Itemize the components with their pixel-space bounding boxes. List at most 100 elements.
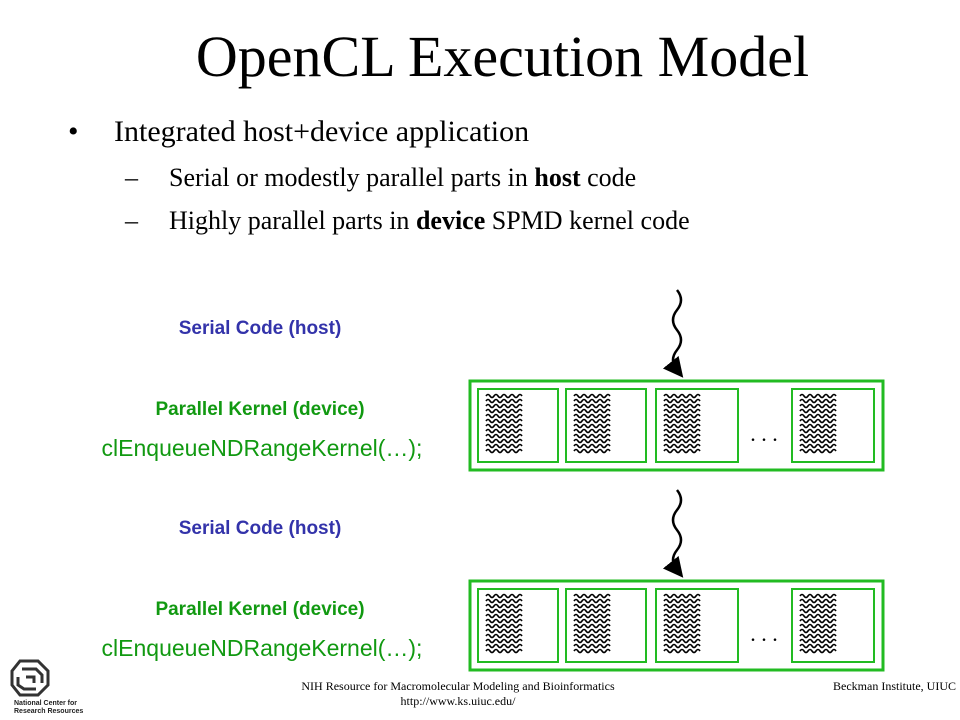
subbullet-dash: – bbox=[125, 206, 138, 235]
wavy-thread-icon bbox=[573, 448, 611, 454]
subbullet-post: SPMD kernel code bbox=[485, 206, 690, 235]
subbullet-pre: Highly parallel parts in bbox=[169, 206, 416, 235]
logo-line: National Center for bbox=[14, 700, 78, 707]
work-group-block bbox=[477, 388, 559, 463]
kernel-call-text: clEnqueueNDRangeKernel(…); bbox=[101, 635, 423, 661]
wavy-thread-icon bbox=[485, 638, 523, 644]
wavy-thread-icon bbox=[663, 448, 701, 454]
wavy-thread-icon bbox=[573, 413, 611, 419]
work-group-block bbox=[655, 388, 739, 463]
wavy-thread-icon bbox=[573, 593, 611, 599]
wavy-thread-icon bbox=[799, 598, 837, 604]
subbullet-pre: Serial or modestly parallel parts in bbox=[169, 163, 535, 192]
wavy-thread-icon bbox=[485, 413, 523, 419]
wavy-thread-icon bbox=[799, 438, 837, 444]
wavy-thread-icon bbox=[485, 403, 523, 409]
footer-institute: Beckman Institute, UIUC bbox=[833, 679, 956, 693]
wavy-thread-icon bbox=[663, 638, 701, 644]
wavy-thread-icon bbox=[485, 648, 523, 654]
wavy-thread-icon bbox=[573, 618, 611, 624]
wavy-thread-icon bbox=[663, 613, 701, 619]
wavy-thread-icon bbox=[663, 433, 701, 439]
wavy-thread-icon bbox=[573, 638, 611, 644]
grid-ellipsis: . . . bbox=[750, 621, 778, 646]
wavy-thread-icon bbox=[573, 603, 611, 609]
grid-ellipsis: . . . bbox=[750, 421, 778, 446]
wavy-thread-icon bbox=[799, 628, 837, 634]
serial-code-label: Serial Code (host) bbox=[178, 318, 342, 339]
wavy-thread-icon bbox=[663, 648, 701, 654]
wavy-thread-icon bbox=[485, 633, 523, 639]
wavy-thread-icon bbox=[663, 403, 701, 409]
subbullet-text: Highly parallel parts in device SPMD ker… bbox=[169, 203, 690, 239]
wavy-thread-icon bbox=[573, 438, 611, 444]
wavy-thread-icon bbox=[485, 643, 523, 649]
wavy-thread-icon bbox=[799, 413, 837, 419]
wavy-thread-icon bbox=[663, 428, 701, 434]
bullet-text: Integrated host+device application bbox=[114, 115, 530, 148]
wavy-thread-icon bbox=[485, 623, 523, 629]
wavy-thread-icon bbox=[799, 633, 837, 639]
wavy-thread-icon bbox=[573, 433, 611, 439]
footer-url: http://www.ks.uiuc.edu/ bbox=[400, 694, 516, 708]
parallel-kernel-label: Parallel Kernel (device) bbox=[155, 599, 365, 620]
wavy-thread-icon bbox=[573, 398, 611, 404]
work-group-block bbox=[565, 588, 647, 663]
wavy-thread-icon bbox=[799, 648, 837, 654]
wavy-thread-icon bbox=[663, 393, 701, 399]
work-group-block bbox=[565, 388, 647, 463]
wavy-thread-icon bbox=[485, 408, 523, 414]
wavy-thread-icon bbox=[573, 418, 611, 424]
wavy-thread-icon bbox=[799, 418, 837, 424]
serial-code-label: Serial Code (host) bbox=[178, 518, 342, 539]
slide-title: OpenCL Execution Model bbox=[195, 24, 810, 89]
wavy-thread-icon bbox=[573, 608, 611, 614]
wavy-thread-icon bbox=[663, 623, 701, 629]
work-group-block bbox=[477, 588, 559, 663]
wavy-thread-icon bbox=[799, 408, 837, 414]
wavy-thread-icon bbox=[799, 423, 837, 429]
ndrange-grid bbox=[468, 579, 885, 672]
wavy-thread-icon bbox=[485, 438, 523, 444]
kernel-call-text: clEnqueueNDRangeKernel(…); bbox=[101, 435, 423, 461]
bullet-dot: • bbox=[68, 115, 79, 148]
wavy-thread-icon bbox=[573, 393, 611, 399]
wavy-thread-icon bbox=[663, 408, 701, 414]
wavy-thread-icon bbox=[799, 613, 837, 619]
wavy-thread-icon bbox=[663, 608, 701, 614]
wavy-thread-icon bbox=[799, 428, 837, 434]
wavy-thread-icon bbox=[485, 608, 523, 614]
wavy-thread-icon bbox=[485, 613, 523, 619]
wavy-thread-icon bbox=[663, 598, 701, 604]
wavy-thread-icon bbox=[799, 593, 837, 599]
work-group-block bbox=[791, 588, 875, 663]
wavy-thread-icon bbox=[573, 408, 611, 414]
wavy-thread-icon bbox=[573, 633, 611, 639]
wavy-thread-icon bbox=[799, 623, 837, 629]
wavy-thread-icon bbox=[485, 593, 523, 599]
subbullet-text: Serial or modestly parallel parts in hos… bbox=[169, 160, 636, 196]
wavy-thread-icon bbox=[485, 423, 523, 429]
wavy-thread-icon bbox=[663, 423, 701, 429]
wavy-thread-icon bbox=[799, 643, 837, 649]
wavy-thread-icon bbox=[663, 628, 701, 634]
wavy-thread-icon bbox=[663, 633, 701, 639]
thread-waves bbox=[485, 593, 837, 654]
wavy-thread-icon bbox=[485, 393, 523, 399]
logo-caption: National Center for Research Resources bbox=[14, 700, 83, 716]
wavy-thread-icon bbox=[799, 403, 837, 409]
subbullet-dash: – bbox=[125, 163, 138, 192]
wavy-thread-icon bbox=[799, 608, 837, 614]
wavy-thread-icon bbox=[799, 398, 837, 404]
wavy-thread-icon bbox=[485, 598, 523, 604]
wavy-thread-icon bbox=[663, 593, 701, 599]
grid-border bbox=[468, 379, 885, 472]
wavy-thread-icon bbox=[573, 648, 611, 654]
wavy-thread-icon bbox=[485, 618, 523, 624]
wavy-thread-icon bbox=[799, 638, 837, 644]
arrow-down-icon bbox=[662, 289, 684, 378]
wavy-thread-icon bbox=[485, 628, 523, 634]
wavy-thread-icon bbox=[799, 433, 837, 439]
wavy-thread-icon bbox=[799, 448, 837, 454]
